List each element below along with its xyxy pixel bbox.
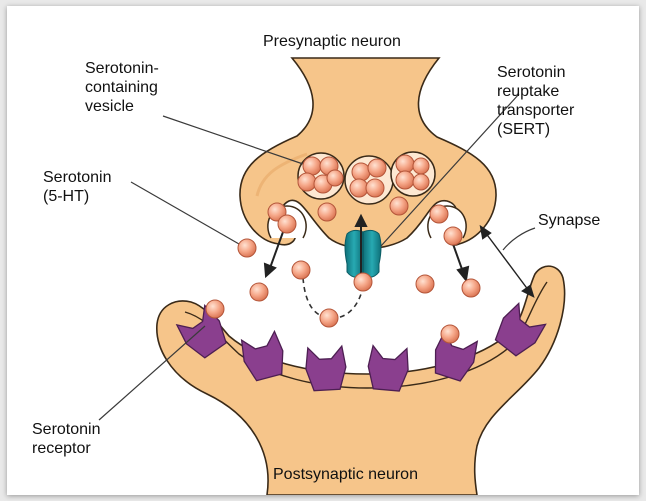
serotonin-molecule-icon [278, 215, 296, 233]
serotonin-molecule-icon [327, 170, 343, 186]
serotonin-molecule-icon [390, 197, 408, 215]
synapse-label: Synapse [538, 211, 600, 230]
arrowhead-icon [458, 267, 468, 280]
sert-label: Serotonin reuptake transporter (SERT) [497, 63, 574, 139]
serotonin-molecule-icon [352, 163, 370, 181]
transporter-icon [345, 230, 381, 277]
serotonin-molecule-icon [430, 205, 448, 223]
serotonin-molecule-icon [366, 179, 384, 197]
serotonin-molecule-icon [350, 179, 368, 197]
serotonin-molecule-icon [413, 174, 429, 190]
serotonin-molecule-icon [238, 239, 256, 257]
serotonin-label: Serotonin (5-HT) [43, 168, 112, 206]
serotonin-molecule-icon [444, 227, 462, 245]
serotonin-molecule-icon [298, 173, 316, 191]
synapse-leader [503, 228, 535, 250]
release-arrow-right [453, 244, 463, 272]
serotonin-molecule-icon [250, 283, 268, 301]
receptor-icon [305, 346, 347, 391]
serotonin-molecule-icon [441, 325, 459, 343]
serotonin-molecule-icon [396, 155, 414, 173]
serotonin-molecule-icon [354, 273, 372, 291]
synapse-span-arrow [485, 232, 529, 291]
vesicle-label: Serotonin- containing vesicle [85, 59, 159, 116]
diagram-canvas: Presynaptic neuron Serotonin- containing… [7, 6, 639, 495]
postsynaptic-label: Postsynaptic neuron [273, 465, 418, 484]
presynaptic-label: Presynaptic neuron [263, 32, 401, 51]
receptor-label: Serotonin receptor [32, 420, 101, 458]
arrowhead-icon [265, 264, 275, 276]
serotonin-molecule-icon [396, 171, 414, 189]
serotonin-molecule-icon [320, 309, 338, 327]
serotonin-molecule-icon [368, 159, 386, 177]
vesicle-leader [163, 116, 303, 164]
serotonin-molecule-icon [206, 300, 224, 318]
serotonin-molecule-icon [462, 279, 480, 297]
serotonin-molecule-icon [413, 158, 429, 174]
serotonin-molecule-icon [292, 261, 310, 279]
serotonin-molecule-icon [318, 203, 336, 221]
serotonin-molecule-icon [303, 157, 321, 175]
serotonin-molecule-icon [416, 275, 434, 293]
serotonin-leader [131, 182, 239, 244]
